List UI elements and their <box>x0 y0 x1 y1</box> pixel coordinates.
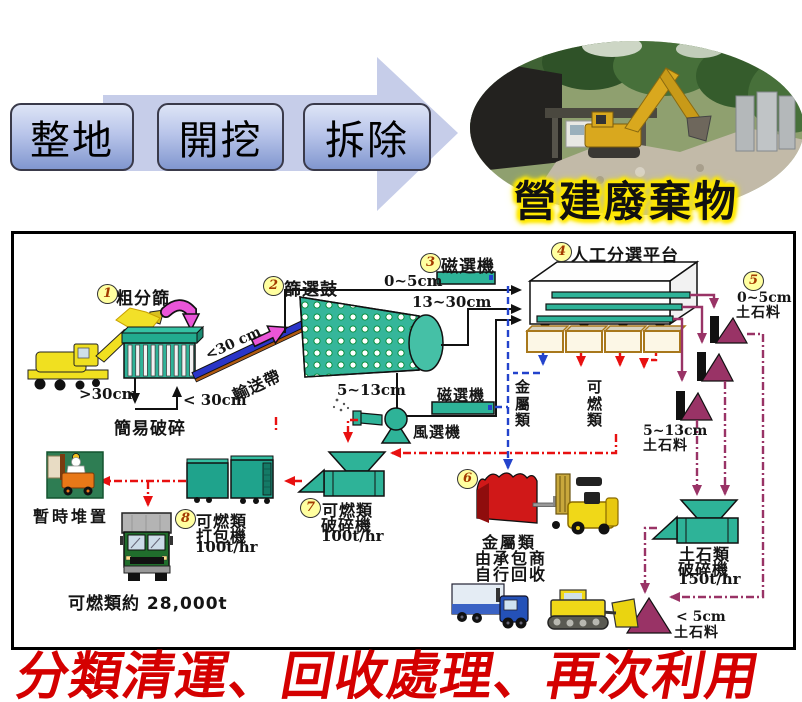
bulldozer-icon <box>547 589 639 630</box>
construction-site-photo <box>470 41 802 215</box>
simple-crush-label: 簡易破碎 <box>114 419 186 439</box>
step7-line1: 可燃類 <box>322 501 374 520</box>
step1-label: 粗分篩 <box>116 289 170 309</box>
baler-icon <box>186 455 274 504</box>
step-badge-1: 1 <box>97 284 118 304</box>
banner-step-label: 拆除 <box>325 118 409 164</box>
photo-caption: 營建廢棄物 <box>514 177 740 226</box>
step8-line1: 可燃類 <box>196 512 248 531</box>
banner-step-demolition: 拆除 <box>303 103 431 171</box>
step2-label: 篩選鼓 <box>284 280 338 300</box>
semi-truck-icon <box>451 583 529 629</box>
air-separator-icon <box>352 407 412 444</box>
stone-flow-dashdot-lines <box>640 332 765 602</box>
stone-flow-solid-lines <box>673 293 719 382</box>
pile3-size-label: 5~13cm <box>643 423 708 439</box>
conveyor-icon <box>191 319 308 383</box>
banner-step-site-prep: 整地 <box>10 103 134 171</box>
simple-crush-loop-lines <box>130 378 182 410</box>
stone-crusher-line1: 土石類 <box>679 545 731 564</box>
step-badge-4: 4 <box>551 242 572 262</box>
step-badge-5: 5 <box>743 271 764 291</box>
step-badge-6: 6 <box>457 469 478 489</box>
temp-storage-icon <box>46 451 104 499</box>
oversize-label: >30cm <box>79 385 138 403</box>
banner-step-label: 開挖 <box>178 118 263 164</box>
final-pile-size-label: < 5cm <box>676 609 726 625</box>
magnet2-label: 磁選機 <box>437 386 486 404</box>
step-badge-8: 8 <box>175 509 196 529</box>
combustible-crusher-icon <box>297 451 387 497</box>
excavator-photo-icon <box>584 67 712 158</box>
step6-line2: 由承包商 <box>475 549 548 568</box>
banner-step-label: 整地 <box>30 118 114 164</box>
step8-line2: 打包機 <box>196 527 248 546</box>
step-badge-3: 3 <box>420 253 441 273</box>
step4-label: 人工分選平台 <box>571 246 679 266</box>
pile1-material-label: 土石料 <box>736 305 781 321</box>
conveyor-feed-arrow-icon <box>250 325 289 348</box>
step-badge-2: 2 <box>263 276 284 296</box>
size-5-13-label: 5~13cm <box>337 381 406 399</box>
metal-flow-lines <box>495 286 548 470</box>
step7-line3: 100t/hr <box>321 527 384 545</box>
stone-crusher-icon <box>651 499 739 544</box>
pile1-size-label: 0~5cm <box>737 290 792 306</box>
garbage-truck-icon <box>120 512 173 581</box>
metal-column-label: 金屬類 <box>515 378 531 429</box>
air-separator-label: 風選機 <box>413 423 462 441</box>
coarse-screen-icon <box>120 325 205 379</box>
debris-icon <box>115 307 161 329</box>
magnet-separator-2-icon <box>431 401 495 415</box>
fines-sprinkle <box>332 398 350 412</box>
trommel-drum-icon <box>299 296 444 378</box>
forklift-icon <box>532 473 619 535</box>
step6-line3: 自行回收 <box>475 565 548 584</box>
combustible-total-label: 可燃類約 28,000t <box>68 594 228 614</box>
step3-label: 磁選機 <box>441 257 495 277</box>
step6-line1: 金屬類 <box>482 533 537 552</box>
return-size-label: < 30cm <box>183 391 247 409</box>
feed-arrow-icon <box>160 299 201 332</box>
step-badge-7: 7 <box>300 498 321 518</box>
final-pile-material-label: 土石料 <box>674 625 719 641</box>
step8-line3: 100t/hr <box>195 538 258 556</box>
size-13-30-label: 13~30cm <box>412 293 492 311</box>
stone-crusher-line2: 破碎機 <box>678 560 730 579</box>
stone-crusher-line3: 150t/hr <box>678 570 741 588</box>
magnet-separator-3-icon <box>436 271 496 285</box>
sorting-platform-icon <box>525 260 700 353</box>
banner-step-excavation: 開挖 <box>157 103 284 171</box>
pile3-material-label: 土石料 <box>643 438 688 454</box>
metal-container-icon <box>476 472 538 524</box>
combustible-column-label: 可燃類 <box>587 378 603 429</box>
step7-line2: 破碎機 <box>321 516 373 535</box>
temp-storage-label: 暫時堆置 <box>33 507 110 526</box>
sorting-bins <box>525 325 687 353</box>
bottom-slogan: 分類清運、回收處理、再次利用 <box>11 647 765 702</box>
size-0-5-label: 0~5cm <box>384 272 443 290</box>
